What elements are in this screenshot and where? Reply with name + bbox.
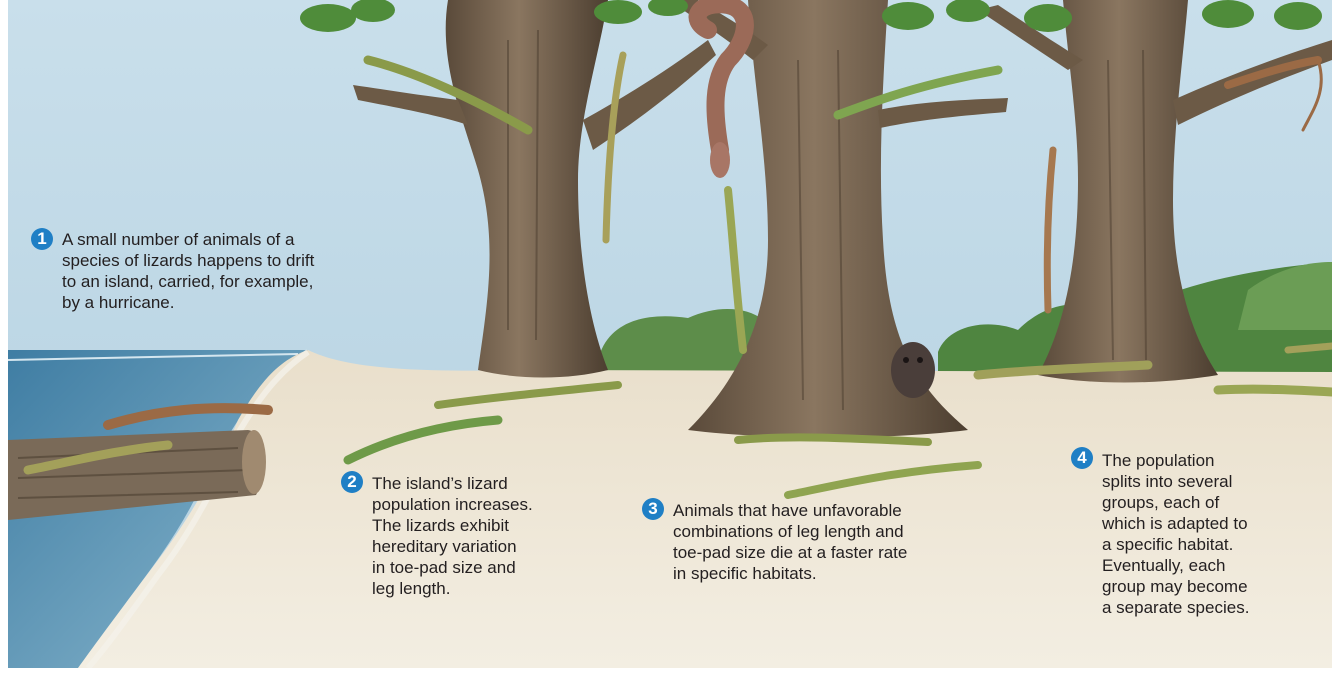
step-3-caption: Animals that have unfavorable combinatio…	[673, 500, 993, 584]
step-1-text: A small number of animals of a species o…	[62, 229, 392, 313]
step-3-text: Animals that have unfavorable combinatio…	[673, 500, 993, 584]
log-end	[242, 430, 266, 494]
step-1-badge: 1	[31, 228, 53, 250]
step-1-caption: A small number of animals of a species o…	[62, 229, 392, 313]
step-4-badge: 4	[1071, 447, 1093, 469]
step-3-badge: 3	[642, 498, 664, 520]
step-4-text: The population splits into several group…	[1102, 450, 1322, 618]
step-2-caption: The island’s lizard population increases…	[372, 473, 602, 599]
step-2-text: The island’s lizard population increases…	[372, 473, 602, 599]
rat	[891, 342, 935, 398]
step-4-caption: The population splits into several group…	[1102, 450, 1322, 618]
island-illustration: 1 A small number of animals of a species…	[8, 0, 1332, 668]
step-2-badge: 2	[341, 471, 363, 493]
